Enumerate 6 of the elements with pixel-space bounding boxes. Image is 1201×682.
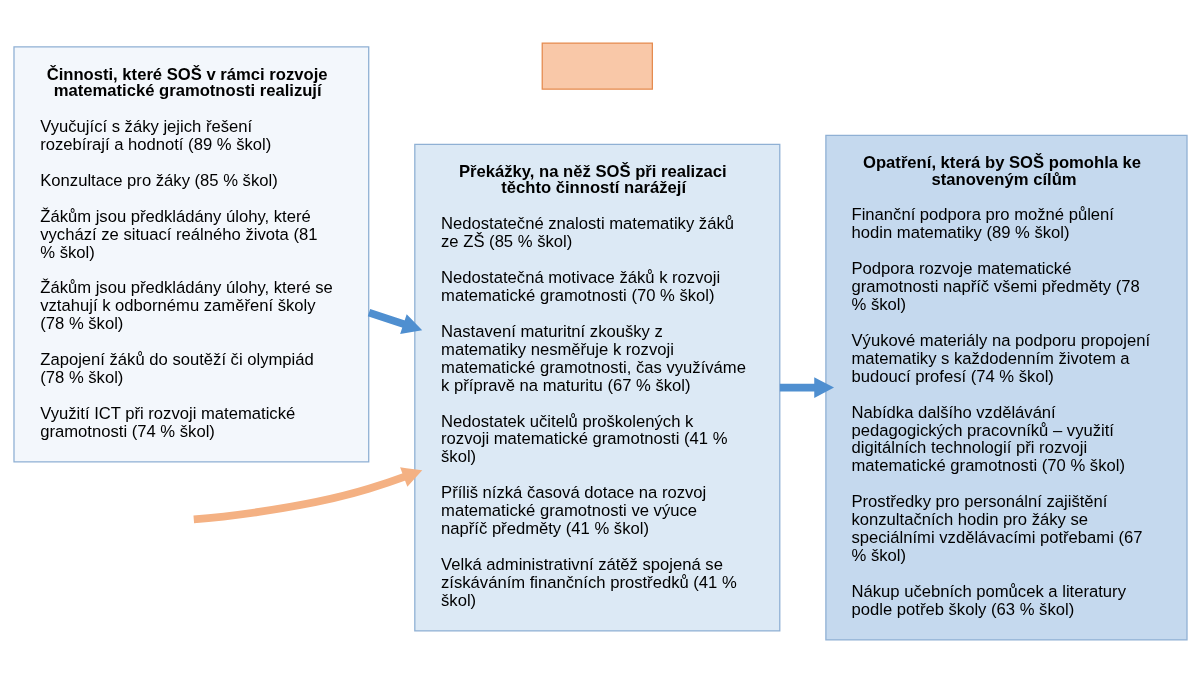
node-box: Překážky, na něž SOŠ při realizaci těchto činností narážejí Nedostatečné znalosti matematiky žáků ze ZŠ (85 % škol) Nedostatečná motivace žáků k rozvoji matematické gramotnosti (70 % škol) Nastavení maturitní zkoušky z matematiky nesměřuje k rozvoji matematické gramotnosti, čas využíváme k přípravě na maturitu (67 % škol) Nedostatek učitelů proškolených k rozvoji matematické gramotnosti (41 % škol) Příliš nízká časová dotace na rozvoj matematické gramotnosti ve výuce napříč předměty (41 % škol) Velká administrativní zátěž spojená se získáváním finančních prostředků (41 % škol) [414, 143, 781, 632]
arrow [779, 376, 835, 398]
node-box [541, 42, 653, 90]
node-box: Opatření, která by SOŠ pomohla ke stanoveným cílům Finanční podpora pro možné půlení hodin matematiky (89 % škol) Podpora rozvoje matematické gramotnosti napříč všemi předměty (78 % škol) Výukové materiály na podporu propojení matematiky s každodenním životem a budoucí profesí (74 % škol) Nabídka dalšího vzdělávání pedagogických pracovníků – využití digitálních technologií při rozvoji matematické gramotnosti (70 % škol) Prostředky pro personální zajištění konzultačních hodin pro žáky se speciálními vzdělávacími potřebami (67 % škol) Nákup učebních pomůcek a literatury podle potřeb školy (63 % škol) [825, 134, 1188, 640]
node-box: Činnosti, které SOŠ v rámci rozvoje matematické gramotnosti realizují Vyučující s žáky jejich řešení rozebírají a hodnotí (89 % škol) Konzultace pro žáky (85 % škol) Žákům jsou předkládány úlohy, které vychází ze situací reálného života (81 % škol) Žákům jsou předkládány úlohy, které se vztahují k odbornému zaměření školy (78 % škol) Zapojení žáků do soutěží či olympiád (78 % škol) Využití ICT při rozvoji matematické gramotnosti (74 % škol) [13, 45, 370, 462]
arrow [367, 308, 423, 334]
